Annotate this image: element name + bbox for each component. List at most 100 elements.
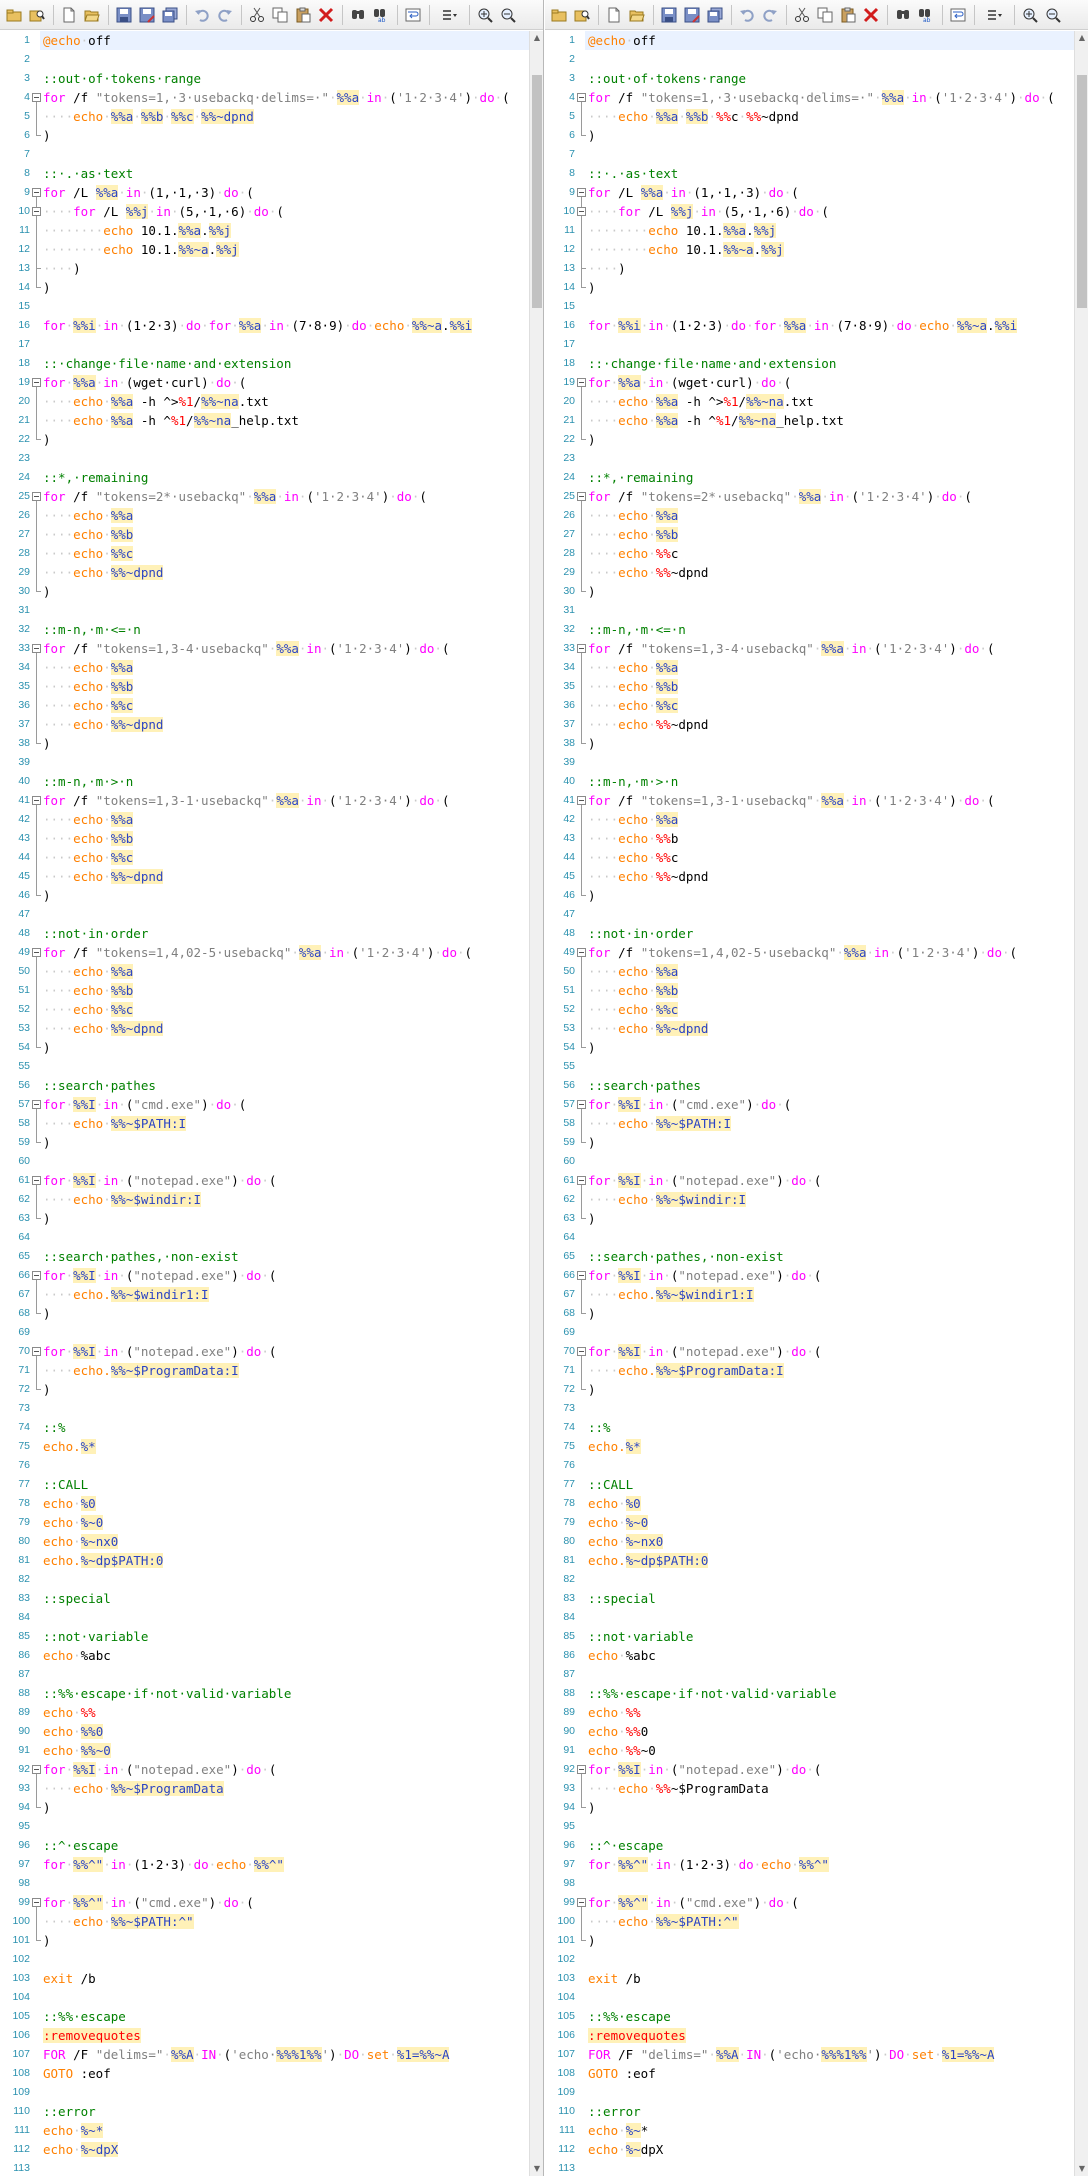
delete-button[interactable] — [860, 4, 882, 26]
delete-button[interactable] — [315, 4, 337, 26]
save-button[interactable] — [658, 4, 680, 26]
code-line[interactable]: 51····echo·%%b — [0, 981, 529, 1000]
code-line[interactable]: 7 — [0, 145, 529, 164]
find-button[interactable] — [892, 4, 914, 26]
code-line[interactable]: 72) — [0, 1380, 529, 1399]
fold-toggle-icon[interactable] — [31, 487, 41, 506]
save-button[interactable] — [113, 4, 135, 26]
code-line[interactable]: 48::not·in·order — [0, 924, 529, 943]
scroll-thumb[interactable] — [1077, 75, 1087, 308]
fold-toggle-icon[interactable] — [31, 943, 41, 962]
new-folder-button[interactable] — [548, 4, 570, 26]
code-line[interactable]: 40::m-n,·m·>·n — [545, 772, 1074, 791]
fold-toggle-icon[interactable] — [576, 183, 586, 202]
code-line[interactable]: 28····echo·%%c — [545, 544, 1074, 563]
code-line[interactable]: 29····echo·%%~dpnd — [0, 563, 529, 582]
code-line[interactable]: 93····echo·%%~$ProgramData — [545, 1779, 1074, 1798]
code-line[interactable]: 37····echo·%%~dpnd — [0, 715, 529, 734]
code-line[interactable]: 63) — [545, 1209, 1074, 1228]
code-line[interactable]: 18::·change·file·name·and·extension — [545, 354, 1074, 373]
code-line[interactable]: 51····echo·%%b — [545, 981, 1074, 1000]
code-line[interactable]: 64 — [545, 1228, 1074, 1247]
code-line[interactable]: 101) — [0, 1931, 529, 1950]
code-line[interactable]: 83::special — [545, 1589, 1074, 1608]
code-line[interactable]: 105::%%·escape — [545, 2007, 1074, 2026]
code-line[interactable]: 88::%%·escape·if·not·valid·variable — [545, 1684, 1074, 1703]
code-line[interactable]: 87 — [0, 1665, 529, 1684]
code-line[interactable]: 100····echo·%%~$PATH:^" — [0, 1912, 529, 1931]
code-line[interactable]: 67····echo.%%~$windir1:I — [545, 1285, 1074, 1304]
code-line[interactable]: 113 — [545, 2159, 1074, 2176]
code-line[interactable]: 68) — [0, 1304, 529, 1323]
scroll-up-arrow-icon[interactable]: ▲ — [1078, 33, 1086, 42]
code-line[interactable]: 40::m-n,·m·>·n — [0, 772, 529, 791]
code-line[interactable]: 32::m-n,·m·<=·n — [0, 620, 529, 639]
code-line[interactable]: 34····echo·%%a — [545, 658, 1074, 677]
code-line[interactable]: 98 — [545, 1874, 1074, 1893]
code-line[interactable]: 37····echo·%%~dpnd — [545, 715, 1074, 734]
code-line[interactable]: 17 — [545, 335, 1074, 354]
code-line[interactable]: 13····) — [545, 259, 1074, 278]
code-line[interactable]: 56::search·pathes — [0, 1076, 529, 1095]
code-line[interactable]: 43····echo·%%b — [0, 829, 529, 848]
code-line[interactable]: 3::out·of·tokens·range — [545, 69, 1074, 88]
code-line[interactable]: 96::^·escape — [0, 1836, 529, 1855]
code-line[interactable]: 56::search·pathes — [545, 1076, 1074, 1095]
fold-toggle-icon[interactable] — [576, 1171, 586, 1190]
fold-toggle-icon[interactable] — [576, 1095, 586, 1114]
code-line[interactable]: 27····echo·%%b — [545, 525, 1074, 544]
code-line[interactable]: 77::CALL — [545, 1475, 1074, 1494]
code-line[interactable]: 53····echo·%%~dpnd — [545, 1019, 1074, 1038]
code-line[interactable]: 2 — [545, 50, 1074, 69]
code-line[interactable]: 59) — [545, 1133, 1074, 1152]
code-line[interactable]: 29····echo·%%~dpnd — [545, 563, 1074, 582]
code-line[interactable]: 28····echo·%%c — [0, 544, 529, 563]
zoom-in-button[interactable] — [1019, 4, 1041, 26]
zoom-out-button[interactable] — [497, 4, 519, 26]
code-line[interactable]: 11········echo 10.1.%%a.%%j — [545, 221, 1074, 240]
code-line[interactable]: 48::not·in·order — [545, 924, 1074, 943]
code-line[interactable]: 26····echo·%%a — [545, 506, 1074, 525]
undo-button[interactable] — [736, 4, 758, 26]
fold-toggle-icon[interactable] — [31, 639, 41, 658]
code-line[interactable]: 102 — [0, 1950, 529, 1969]
paste-button[interactable] — [837, 4, 859, 26]
undo-button[interactable] — [191, 4, 213, 26]
code-line[interactable]: 105::%%·escape — [0, 2007, 529, 2026]
code-line[interactable]: 31 — [0, 601, 529, 620]
new-folder-button[interactable] — [3, 4, 25, 26]
fold-toggle-icon[interactable] — [576, 943, 586, 962]
code-line[interactable]: 65::search·pathes,·non-exist — [545, 1247, 1074, 1266]
code-line[interactable]: 64 — [0, 1228, 529, 1247]
code-line[interactable]: 14) — [0, 278, 529, 297]
paste-button[interactable] — [292, 4, 314, 26]
copy-button[interactable] — [814, 4, 836, 26]
code-line[interactable]: 85::not·variable — [545, 1627, 1074, 1646]
code-line[interactable]: 98 — [0, 1874, 529, 1893]
code-line[interactable]: 44····echo·%%c — [0, 848, 529, 867]
code-line[interactable]: 95 — [545, 1817, 1074, 1836]
